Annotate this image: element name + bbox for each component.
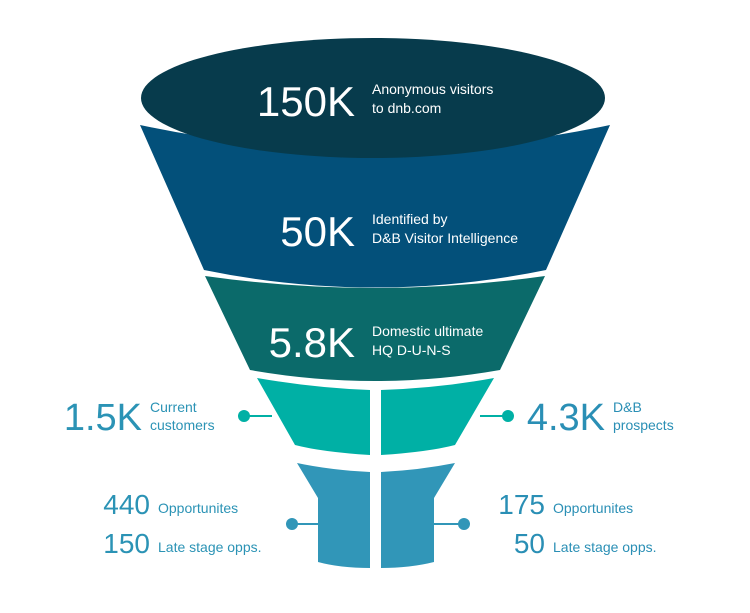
right-opportunities-label: Opportunites (553, 500, 633, 516)
stage-5-left-segment (297, 463, 370, 568)
current-customers-value: 1.5K (64, 397, 142, 439)
connector-dot-left-opps (286, 518, 298, 530)
stage-3-segment (205, 276, 545, 381)
stage-2-line1: Identified by (372, 211, 448, 227)
stage-2-line2: D&B Visitor Intelligence (372, 230, 518, 246)
stage-3-line1: Domestic ultimate (372, 323, 483, 339)
prospects-value: 4.3K (527, 397, 605, 439)
left-opportunities-label: Opportunites (158, 500, 238, 516)
connector-dot-right-prospects (502, 410, 514, 422)
stage-1-line2: to dnb.com (372, 100, 441, 116)
left-late-stage-label: Late stage opps. (158, 539, 262, 555)
right-late-stage-label: Late stage opps. (553, 539, 657, 555)
stage-1-value: 150K (257, 78, 355, 125)
stage-4-right-segment (381, 378, 494, 455)
prospects-line2: prospects (613, 417, 674, 433)
right-late-stage-value: 50 (514, 528, 545, 559)
stage-3-value: 5.8K (269, 319, 355, 366)
left-opportunities-value: 440 (103, 489, 150, 520)
stage-2-segment (140, 125, 610, 288)
current-customers-line1: Current (150, 399, 197, 415)
stage-2-value: 50K (280, 208, 355, 255)
right-opportunities-value: 175 (498, 489, 545, 520)
stage-1-ellipse (141, 38, 605, 158)
stage-1-line1: Anonymous visitors (372, 81, 493, 97)
connector-dot-left-current (238, 410, 250, 422)
connector-dot-right-opps (458, 518, 470, 530)
prospects-line1: D&B (613, 399, 642, 415)
left-late-stage-value: 150 (103, 528, 150, 559)
stage-5-right-segment (381, 463, 455, 568)
stage-3-line2: HQ D-U-N-S (372, 342, 451, 358)
stage-4-left-segment (257, 378, 370, 455)
current-customers-line2: customers (150, 417, 215, 433)
